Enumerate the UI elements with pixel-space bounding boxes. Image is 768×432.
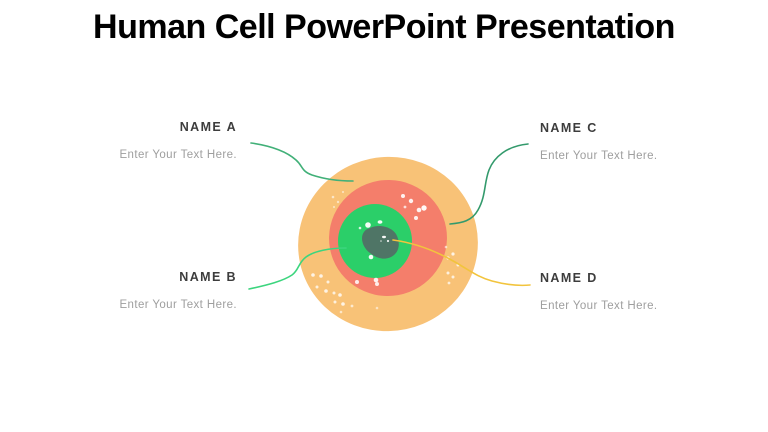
callout-name-d-title: NAME D — [540, 271, 598, 285]
speckle-dot — [403, 205, 407, 209]
speckle-dot — [332, 205, 336, 209]
speckle-dot — [355, 280, 359, 284]
callout-name-d: NAME D Enter Your Text Here. — [540, 272, 720, 312]
speckle-dot — [333, 300, 337, 304]
connector-line-a — [250, 142, 354, 182]
speckle-dot — [416, 207, 422, 213]
speckle-dot — [368, 254, 374, 260]
speckle-dot — [414, 216, 418, 220]
speckle-dot — [311, 273, 315, 277]
speckle-dot — [401, 194, 405, 198]
speckle-dot — [377, 220, 383, 224]
speckle-dot — [386, 239, 390, 243]
callout-name-c-title: NAME C — [540, 121, 598, 135]
callout-name-a-title: NAME A — [179, 120, 237, 134]
speckle-dot — [336, 200, 340, 204]
speckle-dot — [375, 306, 379, 310]
connector-line-b — [248, 247, 347, 290]
callout-name-b-title: NAME B — [179, 270, 237, 284]
speckle-dot — [446, 271, 450, 275]
callout-name-b-text: Enter Your Text Here. — [119, 298, 237, 311]
callout-name-a-text: Enter Your Text Here. — [119, 148, 237, 161]
callout-connectors — [248, 142, 531, 290]
speckle-dot — [341, 302, 345, 306]
speckle-dot — [324, 289, 328, 293]
nucleus-shape — [362, 226, 399, 259]
speckle-dot — [373, 277, 379, 283]
speckle-dot — [326, 280, 330, 284]
speckle-dot — [451, 252, 455, 256]
speckle-dot — [358, 226, 362, 230]
callout-name-c-text: Enter Your Text Here. — [540, 149, 658, 162]
callout-name-a: NAME A Enter Your Text Here. — [57, 121, 237, 161]
callout-name-d-text: Enter Your Text Here. — [540, 299, 658, 312]
speckle-dot — [350, 304, 354, 308]
callout-name-b: NAME B Enter Your Text Here. — [57, 271, 237, 311]
speckle-dot — [421, 205, 427, 211]
speckle-dot — [408, 198, 414, 204]
speckle-dot — [315, 285, 319, 289]
speckle-dot — [339, 310, 343, 314]
slide-title: Human Cell PowerPoint Presentation — [93, 8, 675, 46]
speckle-dot — [444, 245, 448, 249]
connector-line-c — [449, 143, 529, 225]
speckle-dot — [451, 275, 455, 279]
speckle-dot — [382, 235, 386, 239]
speckle-dot — [341, 190, 345, 194]
speckle-dot — [319, 274, 323, 278]
speckle-dot — [332, 291, 336, 295]
speckle-dot — [447, 281, 451, 285]
speckle-dot — [365, 222, 371, 228]
cell-speckles — [311, 190, 460, 314]
speckle-dot — [380, 240, 382, 242]
cell-body — [298, 156, 478, 332]
callout-name-c: NAME C Enter Your Text Here. — [540, 122, 720, 162]
speckle-dot — [375, 282, 379, 286]
speckle-dot — [331, 195, 335, 199]
speckle-dot — [338, 293, 342, 297]
connector-line-d — [392, 239, 531, 287]
